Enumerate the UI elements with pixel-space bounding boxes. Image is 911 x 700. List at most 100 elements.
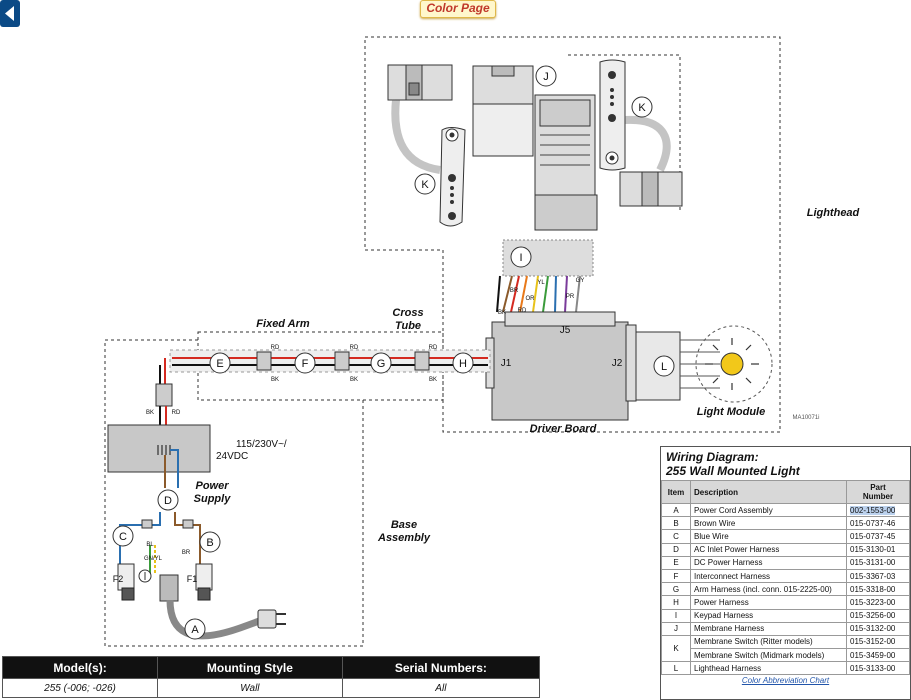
callout-l-text: L <box>661 361 667 373</box>
row-description: Brown Wire <box>690 516 847 531</box>
color-page-link[interactable]: Color Page <box>420 0 496 18</box>
callout-e <box>209 352 231 374</box>
membrane-switch-right <box>599 59 683 207</box>
wire-label-rd: RD <box>429 345 438 351</box>
connector-j2: J2 <box>612 358 623 369</box>
row-description: Blue Wire <box>690 529 847 544</box>
wire-label-bk: BK <box>498 310 506 316</box>
callout-k-left-text: K <box>421 179 429 191</box>
back-button[interactable] <box>0 0 20 27</box>
region-base-assembly-line2: Assembly <box>378 532 430 544</box>
row-part[interactable]: 002-1553-00 <box>846 502 910 518</box>
membrane-switch-left <box>387 64 466 227</box>
models-header: Model(s): <box>1 656 159 679</box>
region-power-supply-line2: Supply <box>193 493 231 505</box>
wire-label-pr: PR <box>566 294 575 300</box>
col-description: Description <box>690 480 847 504</box>
callout-f-text: F <box>302 358 309 370</box>
wire-label-yl: YL <box>537 280 545 286</box>
region-power-supply-line1: Power <box>195 480 229 492</box>
callout-i <box>510 246 532 268</box>
row-item: K <box>661 634 691 663</box>
mounting-value: Wall <box>157 678 343 698</box>
region-fixed-arm: Fixed Arm <box>256 318 310 330</box>
row-item: F <box>661 568 691 584</box>
row-description: AC Inlet Power Harness <box>690 542 847 557</box>
callout-d <box>157 489 179 511</box>
row-item: D <box>661 542 691 557</box>
fuse-f2: F2 <box>113 574 124 584</box>
wire-label-bl: BL <box>146 542 154 548</box>
arm-harness <box>155 349 491 430</box>
models-table: Model(s): Mounting Style Serial Numbers:… <box>1 656 541 698</box>
wire-label-br: BR <box>182 550 191 556</box>
color-abbreviation-link[interactable]: Color Abbreviation Chart <box>741 676 830 686</box>
power-inlet <box>117 563 213 602</box>
wire-label-rd: RD <box>518 308 527 314</box>
row-description: Membrane Switch (Midmark models) <box>690 648 847 663</box>
col-part-line2: Number <box>862 492 894 501</box>
row-description: Membrane Harness <box>690 621 847 636</box>
ps-rating-2: 24VDC <box>216 451 248 462</box>
region-cross-tube-line1: Cross <box>392 307 424 319</box>
callout-l <box>653 355 675 377</box>
row-part: 015-0737-45 <box>846 529 910 544</box>
mounting-header: Mounting Style <box>157 656 343 679</box>
callout-a <box>184 618 206 640</box>
region-lighthead: Lighthead <box>806 207 860 219</box>
connector-j5: J5 <box>560 325 571 336</box>
region-base-assembly-line1: Base <box>390 519 418 531</box>
callout-c <box>112 525 134 547</box>
light-module <box>695 325 773 403</box>
wiring-table-title: Wiring Diagram: 255 Wall Mounted Light <box>661 447 910 480</box>
region-cross-tube-line2: Tube <box>394 320 422 332</box>
row-part: 015-3223-00 <box>846 595 910 610</box>
row-description: Power Cord Assembly <box>690 502 847 518</box>
row-part: 015-3132-00 <box>846 621 910 636</box>
row-part: 015-3318-00 <box>846 582 910 597</box>
row-part: 015-3130-01 <box>846 542 910 557</box>
callout-b <box>199 531 221 553</box>
row-description: Power Harness <box>690 595 847 610</box>
callout-c-text: C <box>119 531 127 543</box>
wire-label-bk: BK <box>350 377 358 383</box>
region-base-assembly: Base Assembly <box>372 519 436 545</box>
callout-j <box>535 65 557 87</box>
callout-i-text: I <box>519 252 522 264</box>
row-description: DC Power Harness <box>690 555 847 570</box>
wire-label-gnyl: GN/YL <box>144 556 163 562</box>
row-item: E <box>661 555 691 570</box>
row-description: Membrane Switch (Ritter models) <box>690 634 847 650</box>
driver-board <box>485 311 720 421</box>
col-part-line1: Part <box>870 483 886 492</box>
connector-j1: J1 <box>501 358 512 369</box>
wiring-table-title-line2: 255 Wall Mounted Light <box>666 464 800 478</box>
wire-label-rd: RD <box>350 345 359 351</box>
wire-label-gy: GY <box>576 278 585 284</box>
row-item: H <box>661 595 691 610</box>
back-arrow-icon <box>0 0 20 27</box>
row-description: Lighthead Harness <box>690 661 847 676</box>
callout-k-right-text: K <box>638 102 646 114</box>
power-supply <box>107 424 211 575</box>
fuse-f1: F1 <box>187 574 198 584</box>
row-part: 015-0737-46 <box>846 516 910 531</box>
row-item: G <box>661 582 691 597</box>
callouts <box>112 65 675 640</box>
wire-label-bk: BK <box>429 377 437 383</box>
callout-a-text: A <box>191 624 199 636</box>
membrane-harness-j <box>472 65 598 231</box>
row-part: 015-3367-03 <box>846 568 910 584</box>
callout-g <box>370 352 392 374</box>
serial-value: All <box>341 678 541 698</box>
col-part-number: Part Number <box>846 480 910 504</box>
col-item: Item <box>661 480 691 504</box>
